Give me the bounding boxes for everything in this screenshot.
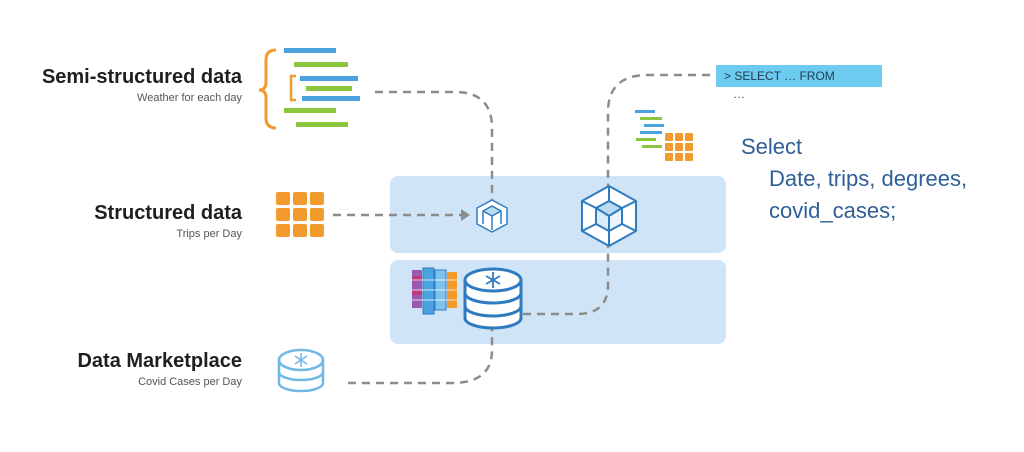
query-ellipsis: … [733, 87, 745, 101]
sql-columns-line2: covid_cases; [769, 198, 897, 223]
marketplace-connector [348, 305, 494, 385]
structured-connector-arrow [461, 209, 470, 221]
structured-subtitle: Trips per Day [176, 228, 242, 240]
database-icon [463, 267, 523, 330]
semi-structured-icon [258, 48, 360, 130]
sql-keyword: Select [741, 134, 803, 159]
query-box: > SELECT … FROM [716, 65, 882, 87]
large-cube-icon [581, 185, 637, 247]
marketplace-subtitle: Covid Cases per Day [138, 376, 242, 388]
structured-title: Structured data [94, 202, 242, 224]
columns-icon [412, 267, 457, 315]
compute-layer-panel [390, 176, 726, 253]
result-icon [635, 110, 693, 161]
marketplace-database-icon [277, 348, 325, 393]
grid-icon [276, 192, 324, 237]
semi-structured-subtitle: Weather for each day [137, 92, 242, 104]
small-cube-icon [476, 199, 508, 233]
marketplace-title: Data Marketplace [77, 350, 242, 372]
sql-columns-line1: Date, trips, degrees, [769, 166, 968, 191]
semi-structured-title: Semi-structured data [41, 66, 242, 88]
